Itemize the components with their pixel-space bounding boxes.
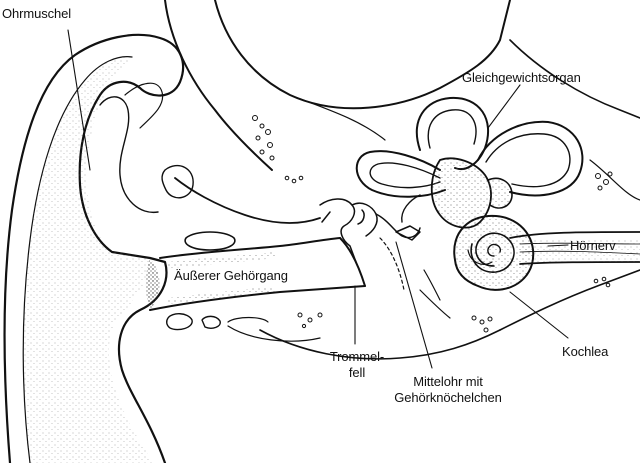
middle-ear-lower (380, 238, 450, 318)
label-hoernerv: Hörnerv (570, 238, 616, 254)
label-trommelfell-line1: Trommel- (322, 349, 392, 365)
label-kochlea: Kochlea (562, 344, 608, 360)
label-mittelohr: Mittelohr mit Gehörknöchelchen (378, 374, 518, 406)
label-ohrmuschel: Ohrmuschel (2, 6, 71, 22)
label-mittelohr-line1: Mittelohr mit (378, 374, 518, 390)
label-mittelohr-line2: Gehörknöchelchen (378, 390, 518, 406)
external-ear-canal (146, 232, 365, 341)
leader-gleichgewichtsorgan (488, 85, 520, 128)
label-aeusserer-gehoergang: Äußerer Gehörgang (174, 268, 288, 284)
cochlea (454, 216, 533, 290)
leader-kochlea (510, 292, 568, 338)
leader-mittelohr (396, 242, 432, 368)
pinna (5, 35, 194, 463)
label-gleichgewichtsorgan: Gleichgewichtsorgan (462, 70, 581, 86)
semicircular-canals (357, 98, 583, 228)
temporal-bone (165, 0, 640, 359)
mastoid-air-cells (253, 116, 613, 333)
